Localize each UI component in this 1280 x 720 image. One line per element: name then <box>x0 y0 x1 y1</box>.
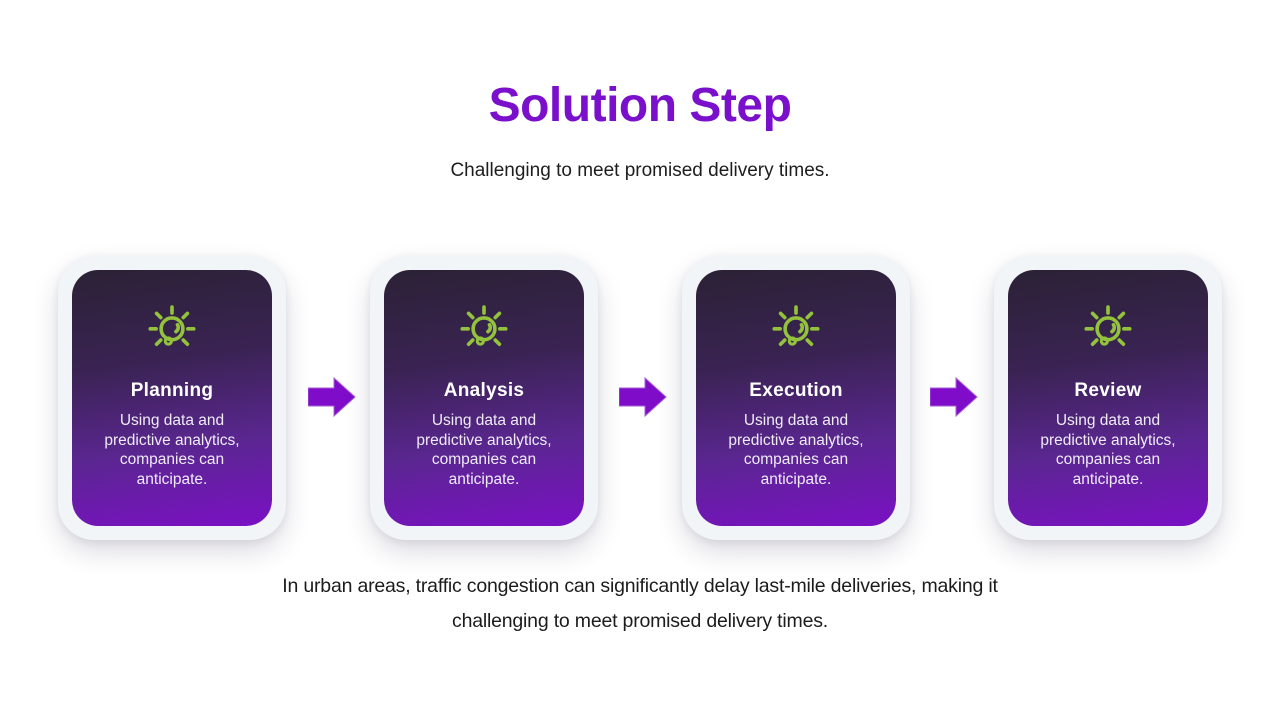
lightbulb-icon <box>767 298 825 356</box>
step-description: Using data and predictive analytics, com… <box>104 412 240 488</box>
step-card-body: Planning Using data and predictive analy… <box>72 270 272 526</box>
step-title: Review <box>1074 380 1142 401</box>
step-title: Planning <box>130 380 214 401</box>
step-title: Analysis <box>443 380 525 401</box>
step-card-body: Analysis Using data and predictive analy… <box>384 270 584 526</box>
step-card-review: Review Using data and predictive analyti… <box>994 256 1222 540</box>
arrow-right-icon <box>619 377 667 417</box>
lightbulb-icon <box>455 298 513 356</box>
footer-text: In urban areas, traffic congestion can s… <box>0 569 1280 639</box>
step-card-planning: Planning Using data and predictive analy… <box>58 256 286 540</box>
step-description: Using data and predictive analytics, com… <box>416 412 552 488</box>
page-title: Solution Step <box>488 79 792 132</box>
step-description: Using data and predictive analytics, com… <box>728 412 864 488</box>
page-subtitle: Challenging to meet promised delivery ti… <box>450 160 830 181</box>
step-card-body: Execution Using data and predictive anal… <box>696 270 896 526</box>
step-card-analysis: Analysis Using data and predictive analy… <box>370 256 598 540</box>
footer-line-1: In urban areas, traffic congestion can s… <box>282 575 998 597</box>
lightbulb-icon <box>143 298 201 356</box>
step-description: Using data and predictive analytics, com… <box>1040 412 1176 488</box>
step-card-body: Review Using data and predictive analyti… <box>1008 270 1208 526</box>
step-title: Execution <box>749 380 843 401</box>
step-card-execution: Execution Using data and predictive anal… <box>682 256 910 540</box>
arrow-right-icon <box>930 377 978 417</box>
footer-line-2: challenging to meet promised delivery ti… <box>452 610 828 632</box>
lightbulb-icon <box>1079 298 1137 356</box>
arrow-right-icon <box>308 377 356 417</box>
